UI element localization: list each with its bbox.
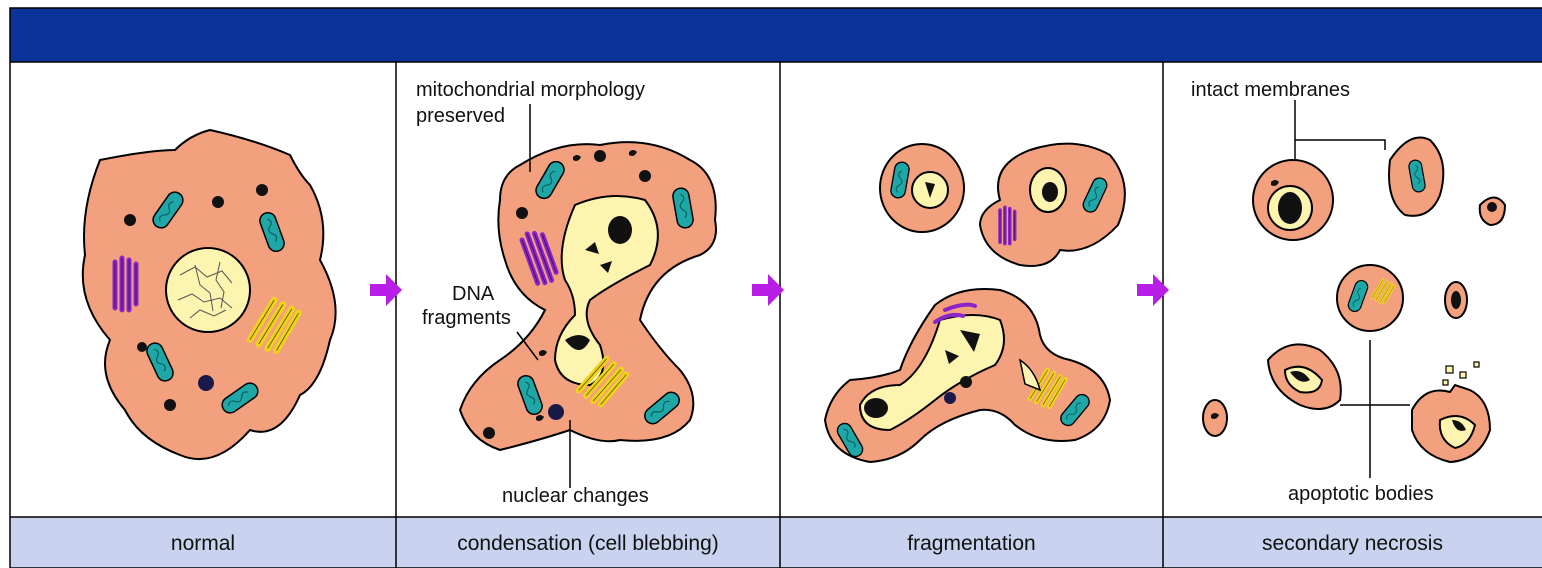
panel-label-fragmentation: fragmentation	[780, 530, 1163, 558]
panel-label-secondary-necrosis: secondary necrosis	[1163, 530, 1542, 558]
leader-line	[1295, 100, 1385, 160]
panel-label-normal: normal	[10, 530, 396, 558]
annotation-fragments: fragments	[422, 306, 511, 331]
annotation-apoptotic-bodies: apoptotic bodies	[1288, 482, 1434, 507]
annotation-dna: DNA	[452, 282, 494, 307]
arrow-icon	[370, 274, 402, 306]
normal-cell	[83, 130, 336, 459]
chromatin-clump	[608, 216, 632, 244]
apoptotic-body	[1337, 265, 1403, 331]
arrow-icon	[1137, 274, 1169, 306]
panel-label-condensation: condensation (cell blebbing)	[396, 530, 780, 558]
fragmenting-cell	[825, 144, 1125, 462]
leader-line	[1340, 340, 1410, 478]
annotation-preserved: preserved	[416, 104, 505, 129]
ribosome	[516, 207, 528, 219]
apoptotic-bodies-group	[1203, 100, 1505, 478]
annotation-intact-membranes: intact membranes	[1191, 78, 1350, 103]
ribosome	[483, 427, 495, 439]
ribosome	[212, 196, 224, 208]
annotation-mitochondrial-morphology: mitochondrial morphology	[416, 78, 645, 103]
ribosome	[594, 150, 606, 162]
ribosome	[137, 342, 147, 352]
ribosome	[256, 184, 268, 196]
annotation-nuclear-changes: nuclear changes	[502, 484, 649, 509]
ribosome	[164, 399, 176, 411]
ribosome	[639, 170, 651, 182]
normal-nucleus	[166, 248, 250, 332]
arrow-icon	[752, 274, 784, 306]
ribosome	[548, 404, 564, 420]
condensing-cell	[460, 104, 716, 488]
ribosome	[198, 375, 214, 391]
ribosome	[124, 214, 136, 226]
